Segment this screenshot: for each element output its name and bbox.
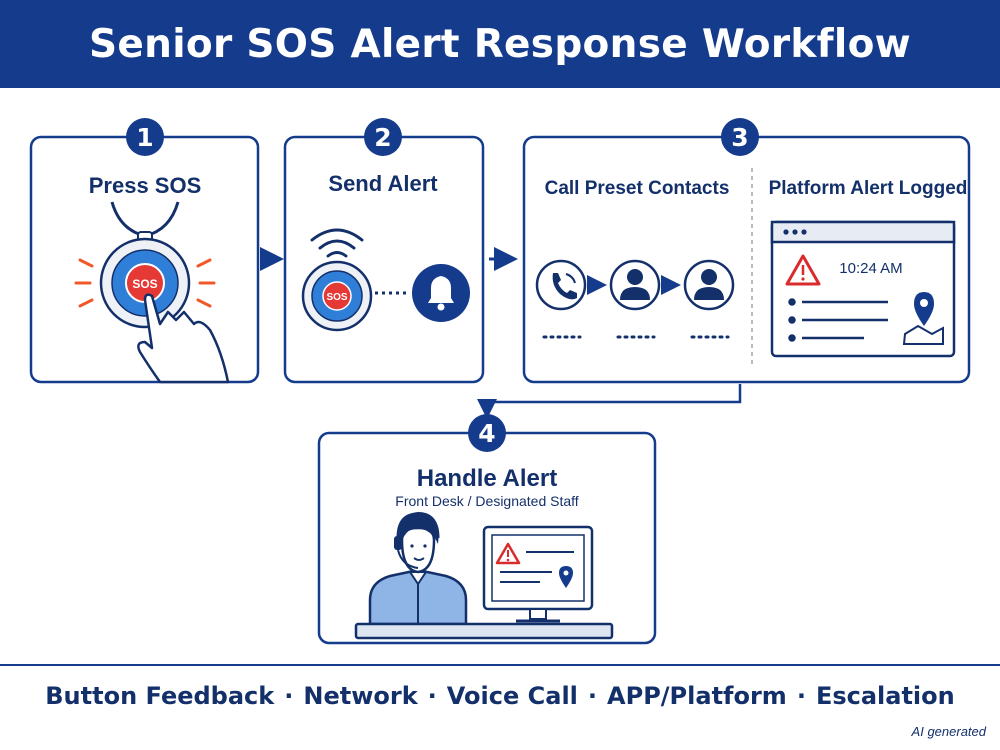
sos-pendant-icon: SOS <box>74 201 216 329</box>
footer-item-escalation: Escalation <box>815 682 955 710</box>
step-2-number-badge: 2 <box>364 118 402 156</box>
step-4-number-badge: 4 <box>468 414 506 452</box>
footer-separator: · <box>796 682 806 710</box>
step-1-card: 1 Press SOS SOS <box>29 118 260 384</box>
step-3-left-title: Call Preset Contacts <box>545 178 730 199</box>
step-1-number-badge: 1 <box>126 118 164 156</box>
footer-feature-list: Button Feedback · Network · Voice Call · APP/P… <box>0 682 1000 710</box>
platform-log-window: 10:24 AM <box>770 220 956 358</box>
step-1-number: 1 <box>136 123 153 152</box>
footer-item-app-platform: APP/Platform <box>607 682 787 710</box>
person-icon-2 <box>683 259 735 311</box>
footer-separator: · <box>284 682 294 710</box>
footer-item-button-feedback: Button Feedback <box>45 682 275 710</box>
step-3-number-badge: 3 <box>721 118 759 156</box>
log-time: 10:24 AM <box>839 260 902 277</box>
header-bar: Senior SOS Alert Response Workflow <box>0 0 1000 88</box>
step-2-number: 2 <box>374 123 391 152</box>
page-title: Senior SOS Alert Response Workflow <box>88 21 911 67</box>
location-pin-icon <box>902 292 944 345</box>
footer-item-network: Network <box>303 682 418 710</box>
step-2-title: Send Alert <box>328 171 438 196</box>
sos-button-label: SOS <box>132 277 157 291</box>
tapping-hand-icon <box>137 293 230 384</box>
bell-icon <box>412 264 470 322</box>
step-1-title: Press SOS <box>89 173 202 198</box>
footer-item-voice-call: Voice Call <box>446 682 578 710</box>
step-4-subtitle: Front Desk / Designated Staff <box>395 493 578 509</box>
phone-icon <box>535 259 587 311</box>
step-2-card: 2 Send Alert SOS <box>283 118 485 384</box>
operator-headset-icon <box>368 512 468 626</box>
footer-divider <box>0 664 1000 666</box>
step-4-card: 4 Handle Alert Front Desk / Designated S… <box>317 414 657 645</box>
computer-monitor-icon <box>482 525 594 623</box>
desk-surface <box>354 622 614 640</box>
step-4-title: Handle Alert <box>417 465 557 492</box>
step-3-number: 3 <box>731 123 748 152</box>
alert-ray-icons <box>74 258 216 308</box>
arrow-step3-to-step4 <box>477 384 742 419</box>
step-4-number: 4 <box>478 419 495 448</box>
footer-separator: · <box>427 682 437 710</box>
sos-button-label-small: SOS <box>326 292 347 303</box>
footer-separator: · <box>587 682 598 710</box>
step-3-right-title: Platform Alert Logged <box>769 178 968 199</box>
log-lines <box>788 298 888 342</box>
sos-pendant-icon-small: SOS <box>301 260 373 332</box>
warning-icon <box>785 254 821 286</box>
person-icon <box>609 259 661 311</box>
ai-generated-note: AI generated <box>911 724 986 739</box>
wifi-signal-icon <box>310 228 364 258</box>
step-3-card: 3 Call Preset Contacts Platform Alert Lo… <box>522 118 971 384</box>
